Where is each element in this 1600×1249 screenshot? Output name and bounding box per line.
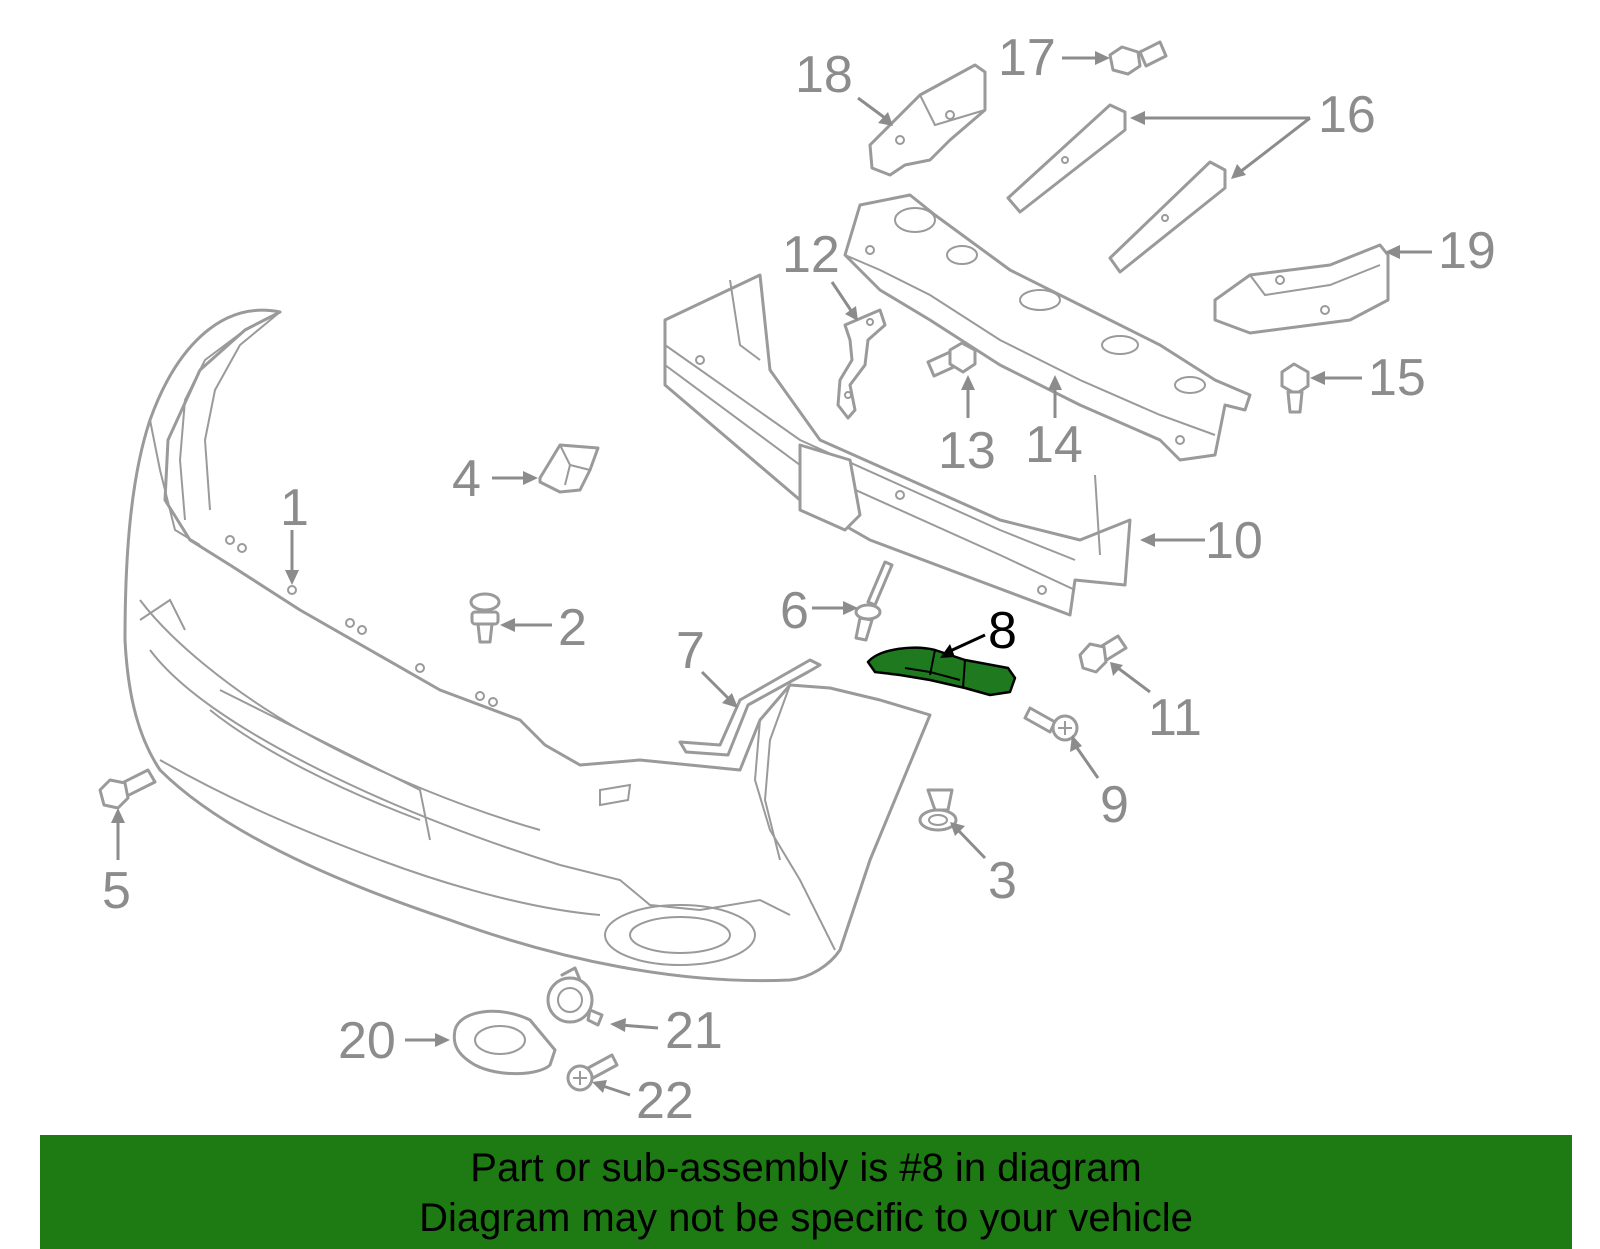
callout-20: 20 bbox=[338, 1012, 396, 1070]
callout-10: 10 bbox=[1205, 512, 1263, 570]
callout-4: 4 bbox=[452, 450, 481, 508]
part-6-rivet bbox=[854, 560, 894, 642]
callout-3: 3 bbox=[988, 852, 1017, 910]
callout-18: 18 bbox=[795, 46, 853, 104]
part-14-radiator-support bbox=[843, 193, 1252, 462]
callout-22: 22 bbox=[636, 1072, 694, 1130]
part-16-brackets bbox=[1006, 103, 1227, 274]
callout-labels: 1 2 3 4 5 6 7 8 9 10 11 12 13 14 15 16 1… bbox=[102, 29, 1496, 1130]
part-12-bracket bbox=[836, 308, 887, 420]
part-22-screw bbox=[566, 1053, 619, 1092]
part-11-bolt bbox=[1078, 634, 1128, 674]
part-8-highlighted-bracket bbox=[866, 646, 1017, 697]
part-10-reinforcement bbox=[663, 273, 1132, 617]
callout-12: 12 bbox=[782, 226, 840, 284]
footer-banner: Part or sub-assembly is #8 in diagram Di… bbox=[40, 1135, 1572, 1249]
callout-19: 19 bbox=[1438, 222, 1496, 280]
parts-diagram: 1 2 3 4 5 6 7 8 9 10 11 12 13 14 15 16 1… bbox=[98, 29, 1496, 1130]
part-15-bolt bbox=[1280, 362, 1310, 414]
footer-line-2: Diagram may not be specific to your vehi… bbox=[419, 1196, 1193, 1240]
part-3-clip bbox=[918, 788, 958, 832]
part-5-bolt bbox=[98, 768, 157, 810]
part-18-bracket bbox=[868, 63, 987, 177]
callout-5: 5 bbox=[102, 862, 131, 920]
callout-14: 14 bbox=[1025, 416, 1083, 474]
callout-1: 1 bbox=[280, 479, 309, 537]
callout-15: 15 bbox=[1368, 349, 1426, 407]
callout-6: 6 bbox=[780, 582, 809, 640]
part-13-bolt bbox=[926, 341, 977, 378]
part-9-screw bbox=[1023, 706, 1079, 742]
callout-16: 16 bbox=[1318, 86, 1376, 144]
part-21-fog-lamp bbox=[546, 966, 604, 1027]
part-19-bracket bbox=[1213, 243, 1390, 335]
callout-2: 2 bbox=[558, 599, 587, 657]
footer-line-1: Part or sub-assembly is #8 in diagram bbox=[470, 1146, 1142, 1190]
callout-8-highlighted: 8 bbox=[988, 602, 1017, 660]
callout-11: 11 bbox=[1148, 689, 1202, 747]
part-20-fog-bezel bbox=[452, 1009, 557, 1076]
callout-7: 7 bbox=[676, 622, 705, 680]
callout-13: 13 bbox=[938, 422, 996, 480]
callout-leaders bbox=[111, 51, 1432, 1097]
part-1-bumper-cover bbox=[123, 308, 932, 983]
part-7-strip bbox=[678, 658, 822, 757]
part-2-clip bbox=[469, 592, 501, 644]
part-4-bracket bbox=[538, 443, 600, 494]
callout-17: 17 bbox=[998, 29, 1056, 87]
callout-21: 21 bbox=[665, 1002, 723, 1060]
part-17-bolt bbox=[1108, 40, 1168, 76]
callout-9: 9 bbox=[1100, 776, 1129, 834]
